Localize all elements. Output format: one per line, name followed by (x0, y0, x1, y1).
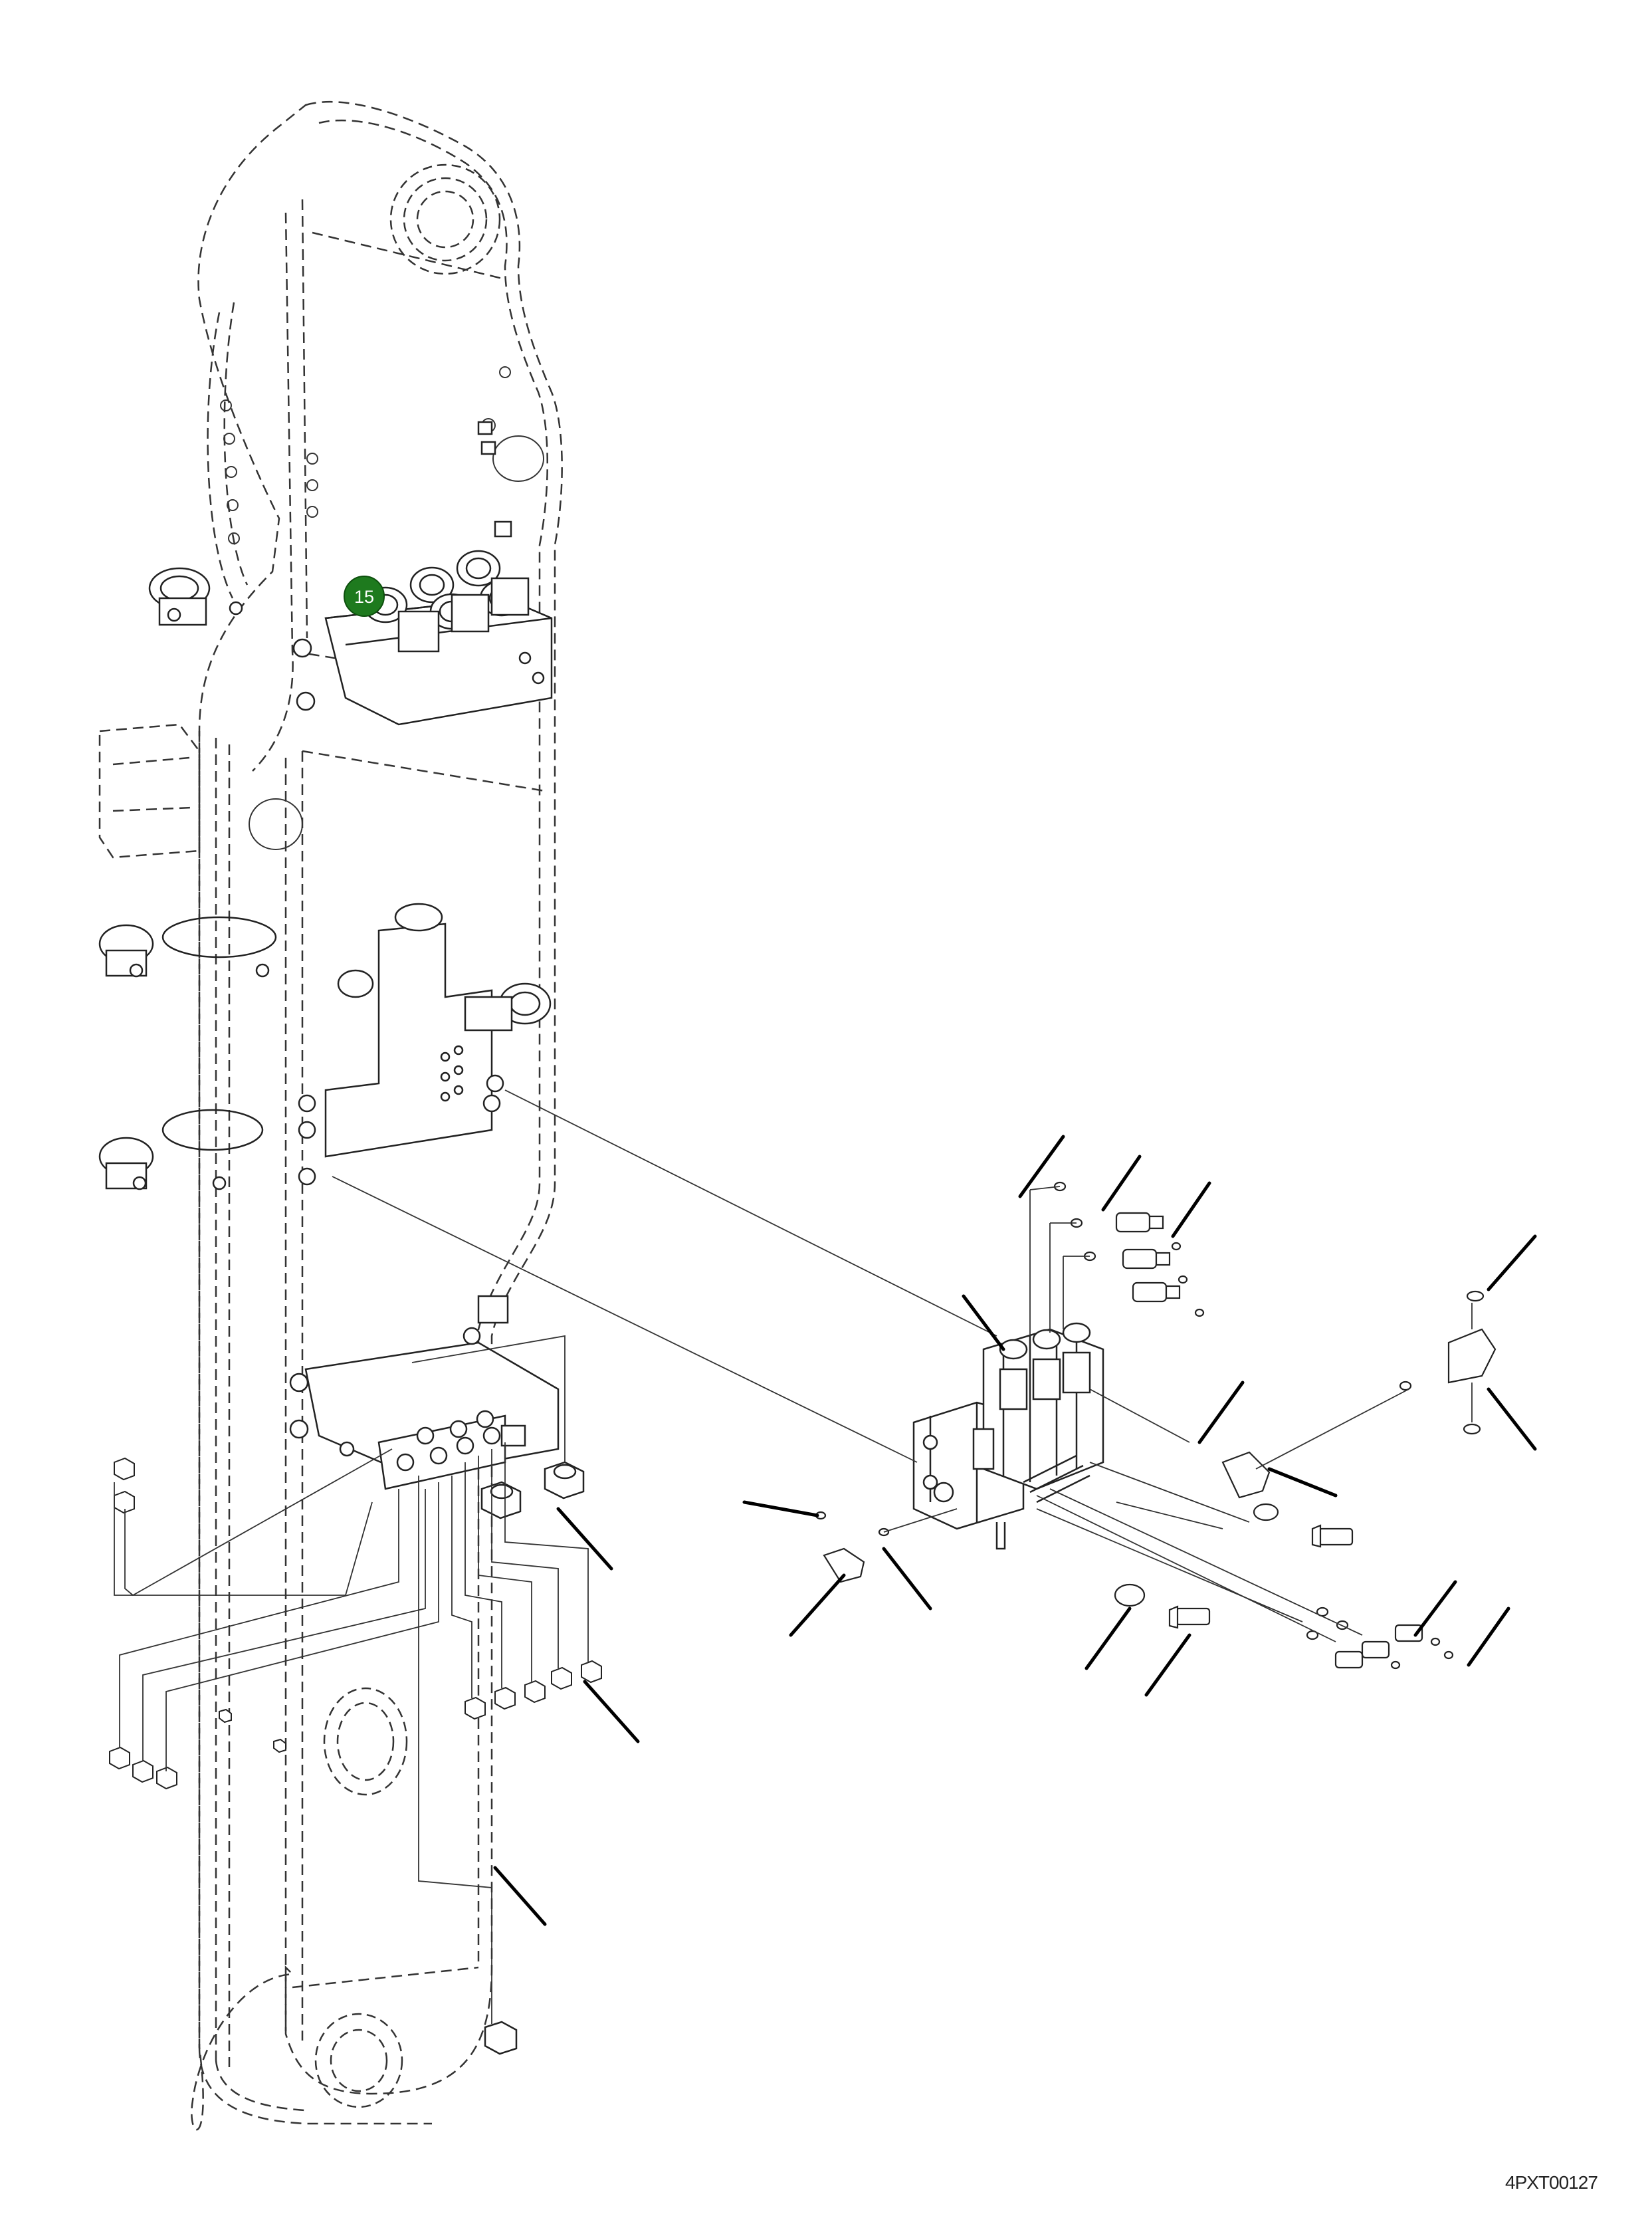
nut-routing-lines (114, 1335, 589, 2024)
left-pipe-clamp-upper (98, 916, 277, 978)
top-pivot-boss (389, 164, 501, 275)
callout-badge-15[interactable]: 15 (344, 576, 385, 617)
upper-left-clamp (148, 567, 243, 626)
bottom-pivot-boss (314, 2013, 403, 2108)
small-nuts (109, 1457, 602, 1790)
left-bracket (98, 723, 201, 859)
callout-number: 15 (354, 587, 374, 607)
middle-mounting-plate (298, 903, 552, 1186)
leader-lines (493, 1135, 1537, 1926)
control-valve-assembly (912, 1322, 1104, 1550)
upper-solenoid-valve-block (292, 421, 553, 726)
lower-manifold-block (289, 1295, 560, 1490)
left-pipe-clamp-lower (98, 1109, 264, 1190)
boom-arm-outline (191, 100, 563, 2131)
large-nuts (480, 1461, 585, 2055)
valve-routing-lines (332, 1089, 1473, 1642)
valve-fittings (815, 1181, 1497, 1670)
middle-pivot-boss (323, 1687, 408, 1796)
drawing-code-label: 4PXT00127 (1505, 2172, 1598, 2193)
